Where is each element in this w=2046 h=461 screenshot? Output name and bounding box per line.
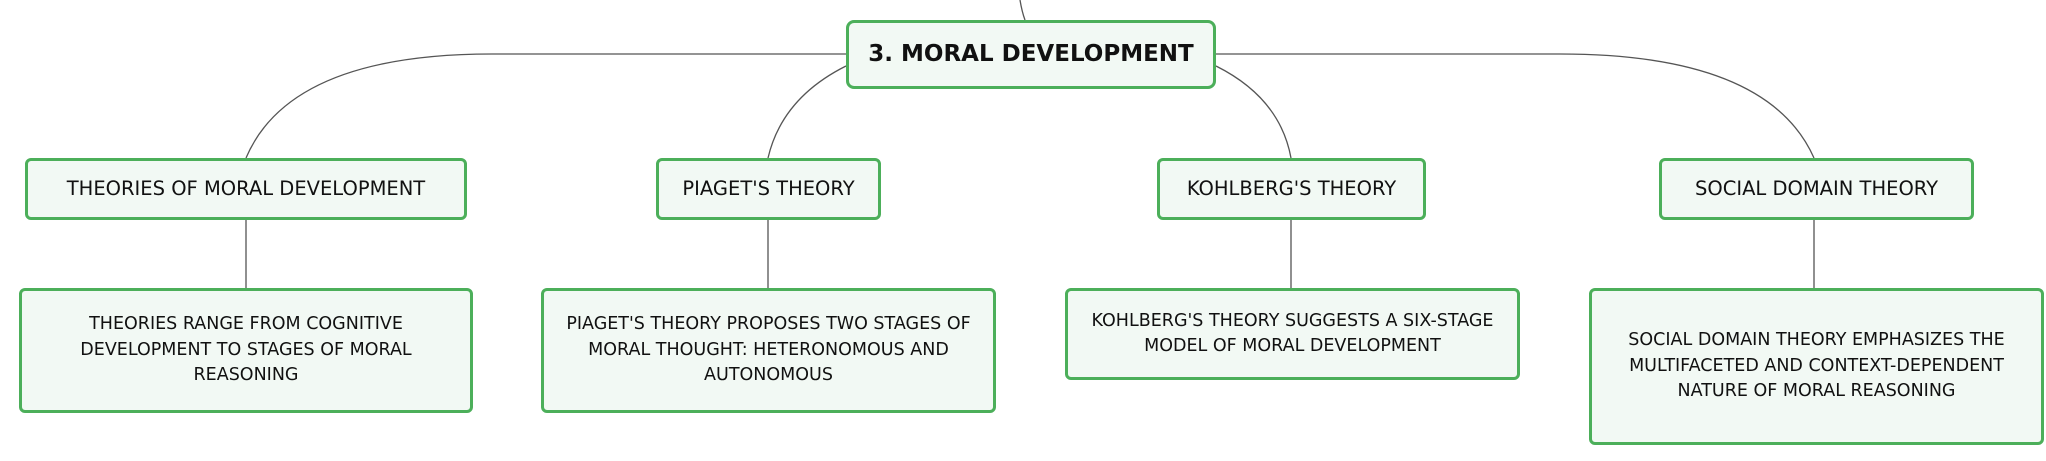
branch-label: PIAGET'S THEORY — [682, 176, 855, 200]
detail-text: THEORIES RANGE FROM COGNITIVE DEVELOPMEN… — [80, 314, 412, 386]
connector-root-piaget — [767, 65, 847, 159]
connector-root-social — [1216, 53, 1815, 159]
branch-label: KOHLBERG'S THEORY — [1186, 176, 1397, 200]
branch-label: SOCIAL DOMAIN THEORY — [1694, 176, 1939, 200]
branch-node-theories[interactable]: THEORIES OF MORAL DEVELOPMENT — [25, 158, 467, 220]
detail-node-piaget[interactable]: PIAGET'S THEORY PROPOSES TWO STAGES OF M… — [541, 288, 996, 413]
connector-root-theories — [245, 53, 846, 159]
detail-text: KOHLBERG'S THEORY SUGGESTS A SIX-STAGE M… — [1091, 310, 1494, 356]
connector-root-kohlberg — [1215, 65, 1292, 159]
detail-text: PIAGET'S THEORY PROPOSES TWO STAGES OF M… — [566, 314, 971, 386]
branch-node-piaget[interactable]: PIAGET'S THEORY — [656, 158, 881, 220]
root-node[interactable]: 3. MORAL DEVELOPMENT — [846, 20, 1216, 89]
detail-node-kohlberg[interactable]: KOHLBERG'S THEORY SUGGESTS A SIX-STAGE M… — [1065, 288, 1520, 380]
branch-node-kohlberg[interactable]: KOHLBERG'S THEORY — [1157, 158, 1426, 220]
branch-label: THEORIES OF MORAL DEVELOPMENT — [66, 176, 426, 200]
branch-node-social[interactable]: SOCIAL DOMAIN THEORY — [1659, 158, 1974, 220]
detail-node-social[interactable]: SOCIAL DOMAIN THEORY EMPHASIZES THE MULT… — [1589, 288, 2044, 445]
detail-node-theories[interactable]: THEORIES RANGE FROM COGNITIVE DEVELOPMEN… — [19, 288, 473, 413]
root-label: 3. MORAL DEVELOPMENT — [868, 40, 1194, 67]
detail-text: SOCIAL DOMAIN THEORY EMPHASIZES THE MULT… — [1628, 330, 2005, 402]
connector-parent-in — [1019, 0, 1026, 21]
